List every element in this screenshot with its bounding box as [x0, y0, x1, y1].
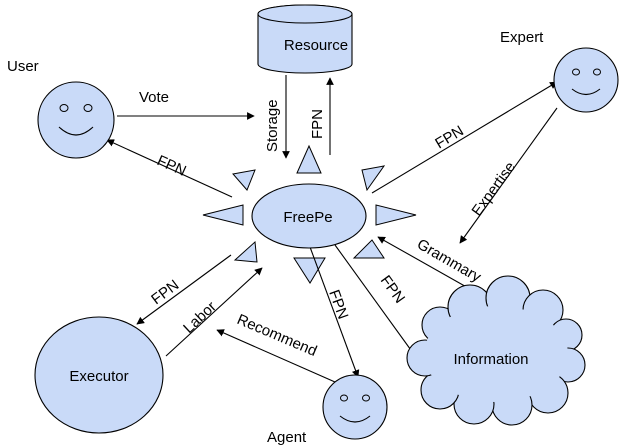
resource-label: Resource: [284, 37, 348, 54]
edge-recommend: [216, 329, 336, 383]
information-label: Information: [453, 351, 528, 368]
recommend-label: Recommend: [234, 311, 319, 360]
vote-label: Vote: [139, 89, 169, 106]
smiley-face-icon: [553, 47, 619, 113]
executor-node: Executor: [34, 316, 164, 434]
edge-fpn-user: [106, 139, 233, 198]
expert-label: Expert: [500, 29, 544, 46]
storage-label: Storage: [264, 99, 281, 152]
ray-top-left: [232, 169, 256, 191]
grammary-label: Grammary: [414, 236, 484, 286]
edge-expertise: [459, 107, 558, 244]
edge-fpn-executor: [136, 254, 232, 325]
fpn-agent-label: FPN: [325, 288, 351, 322]
user-label: User: [7, 58, 39, 75]
agent-label: Agent: [267, 429, 307, 446]
executor-label: Executor: [69, 368, 128, 385]
edge-fpn-agent: [309, 246, 360, 378]
fpn-information-label: FPN: [377, 272, 408, 306]
user-actor: User: [7, 58, 115, 159]
ray-bottom-left: [233, 240, 258, 263]
edge-labor: [165, 267, 263, 357]
edge-fpn-information: [334, 244, 422, 365]
sun-rays: [202, 144, 417, 284]
smiley-face-icon: [322, 374, 388, 440]
ray-bottom-right: [352, 239, 385, 259]
smiley-face-icon: [37, 81, 115, 159]
ray-top-right: [361, 165, 386, 192]
ray-bottom: [293, 257, 326, 284]
expertise-label: Expertise: [468, 159, 519, 220]
edge-fpn-expert: [371, 81, 558, 194]
freepe-label: FreePe: [283, 209, 332, 226]
expert-actor: Expert: [500, 29, 619, 113]
fpn-expert-label: FPN: [432, 122, 466, 152]
labor-label: Labor: [180, 298, 220, 337]
fpn-user-label: FPN: [154, 152, 188, 180]
ray-right: [375, 204, 417, 226]
information-node: Information: [406, 275, 586, 426]
freepe-node: FreePe: [251, 183, 367, 249]
fpn-resource-label: FPN: [309, 109, 326, 139]
ray-top: [296, 144, 322, 174]
resource-node: Resource: [257, 4, 353, 74]
agent-actor: Agent: [267, 374, 388, 446]
ray-left: [202, 204, 244, 226]
